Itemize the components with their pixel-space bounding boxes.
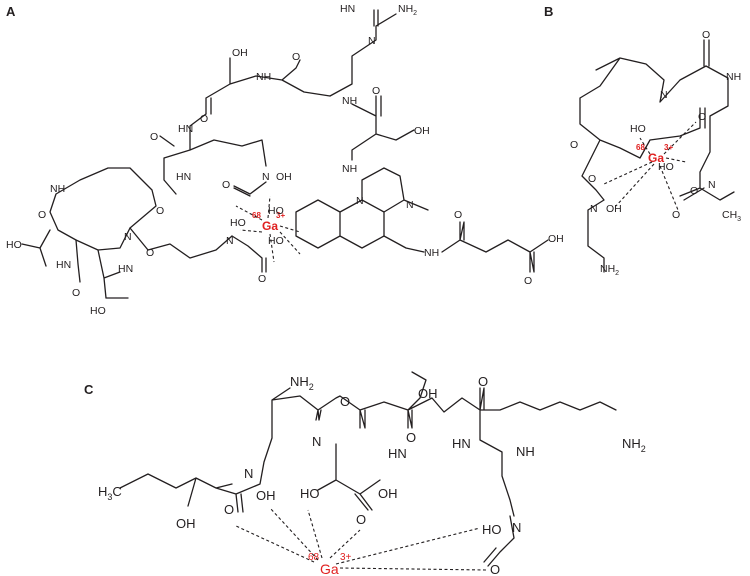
atom-c-o-2: O: [406, 430, 416, 445]
atom-a-nh-1: NH: [256, 71, 271, 83]
atom-b-o-5: O: [690, 185, 698, 197]
atom-b-o-3: O: [570, 139, 578, 151]
atom-a-o-5: O: [222, 179, 230, 191]
atom-b-n-2: N: [590, 203, 598, 215]
atom-a-ho-2: HO: [230, 217, 246, 229]
atom-a-ho-cat1: HO: [268, 205, 284, 217]
atom-b-ho-2: HO: [658, 161, 674, 173]
ga-c-mass: 68: [308, 552, 320, 563]
atom-c-o-3: O: [478, 374, 488, 389]
atom-c-o-4: O: [224, 502, 234, 517]
atom-a-nh-ring1: NH: [50, 183, 65, 195]
atom-a-o-ring2: O: [156, 205, 164, 217]
atom-b-n-3: N: [708, 179, 716, 191]
atom-c-oh-1: OH: [418, 386, 438, 401]
atom-a-hn-ring: HN: [56, 259, 71, 271]
atom-a-oh-ser2: OH: [414, 125, 430, 137]
atom-a-o-1: O: [292, 51, 300, 63]
structure-b: B O NH N O O HO O O N OH HO N O CH3 NH2 …: [544, 4, 741, 277]
atom-a-o-ring3: O: [72, 287, 80, 299]
atom-c-n-1: N: [312, 434, 321, 449]
atom-a-o-2: O: [200, 113, 208, 125]
ga-b-symbol: Ga: [648, 151, 664, 165]
ga-c-charge: 3+: [340, 552, 352, 563]
atom-a-o-7: O: [454, 209, 462, 221]
atom-a-ho-cat2: HO: [268, 235, 284, 247]
gallium-c: 68 Ga 3+: [308, 552, 352, 576]
atom-a-imine: HN: [340, 3, 355, 15]
atom-a-hn-ring2: HN: [118, 263, 133, 275]
atom-a-o-6: O: [258, 273, 266, 285]
atom-c-o-6: O: [490, 562, 500, 576]
atom-a-oh-1: OH: [276, 171, 292, 183]
atom-a-oh-ser1: OH: [232, 47, 248, 59]
panel-label-b: B: [544, 4, 553, 19]
atom-a-n-imine: N: [406, 199, 414, 211]
ga-b-mass: 68: [636, 143, 645, 152]
structure-a: A HN NH2 N OH NH O O NH O OH NH HN O HN …: [6, 3, 564, 317]
atom-c-ho-2: HO: [482, 522, 502, 537]
atom-c-oh-2: OH: [256, 488, 276, 503]
atom-b-o-4: O: [588, 173, 596, 185]
atom-c-oh-4: OH: [378, 486, 398, 501]
atom-c-o-5: O: [356, 512, 366, 527]
atom-a-ho-thr1: HO: [6, 239, 22, 251]
atom-c-oh-3: OH: [176, 516, 196, 531]
atom-c-ho-1: HO: [300, 486, 320, 501]
atom-c-nh2-1: NH2: [290, 374, 314, 392]
atom-a-nh-guan: N: [368, 35, 376, 47]
panel-label-c: C: [84, 382, 94, 397]
ga-a-mass: 68: [252, 211, 261, 220]
atom-b-o-1: O: [702, 29, 710, 41]
atom-a-n-hydrox1: N: [262, 171, 270, 183]
atom-a-o-3: O: [372, 85, 380, 97]
atom-a-nh-amide: NH: [424, 247, 439, 259]
atom-b-nh: NH: [726, 71, 741, 83]
atom-a-o-ring4: O: [146, 247, 154, 259]
atom-a-n-ring: N: [124, 231, 132, 243]
atom-a-hn-2: HN: [176, 171, 191, 183]
panel-label-a: A: [6, 4, 16, 19]
atom-c-nh2-2: NH2: [622, 436, 646, 454]
structure-c: C NH2 O OH N HN O HN O NH NH2 H3C N OH O…: [84, 371, 646, 576]
atom-a-hn-1: HN: [178, 123, 193, 135]
atom-c-nh-1: NH: [516, 444, 535, 459]
ga-b-charge: 3+: [664, 143, 673, 152]
atom-c-n-2: N: [512, 520, 521, 535]
ga-a-symbol: Ga: [262, 219, 278, 233]
atom-b-nh2: NH2: [600, 263, 619, 277]
atom-b-oh: OH: [606, 203, 622, 215]
gallium-a: 68 Ga 3+: [252, 211, 285, 233]
atom-b-ch3: CH3: [722, 209, 741, 223]
atom-a-oh-acid: OH: [548, 233, 564, 245]
atom-a-o-4: O: [150, 131, 158, 143]
atom-a-n-arom: N: [356, 195, 364, 207]
atom-a-o-ring1: O: [38, 209, 46, 221]
atom-a-n-hydrox2: N: [226, 235, 234, 247]
ga-c-symbol: Ga: [320, 561, 339, 576]
ga-a-charge: 3+: [276, 211, 285, 220]
atom-a-ho-thr2: HO: [90, 305, 106, 317]
atom-b-n-1: N: [660, 89, 668, 101]
atom-b-o-6: O: [672, 209, 680, 221]
atom-c-hn-1: HN: [388, 446, 407, 461]
gallium-b: 68 Ga 3+: [636, 143, 673, 165]
atom-b-ho-1: HO: [630, 123, 646, 135]
atom-a-nh2: NH2: [398, 3, 417, 17]
atom-c-h3c: H3C: [98, 484, 122, 502]
atom-c-n-hydrox: N: [244, 466, 253, 481]
atom-a-o-8: O: [524, 275, 532, 287]
atom-a-nh-3: NH: [342, 163, 357, 175]
atom-c-o-1: O: [340, 394, 350, 409]
atom-b-o-2: O: [698, 111, 706, 123]
atom-c-hn-2: HN: [452, 436, 471, 451]
